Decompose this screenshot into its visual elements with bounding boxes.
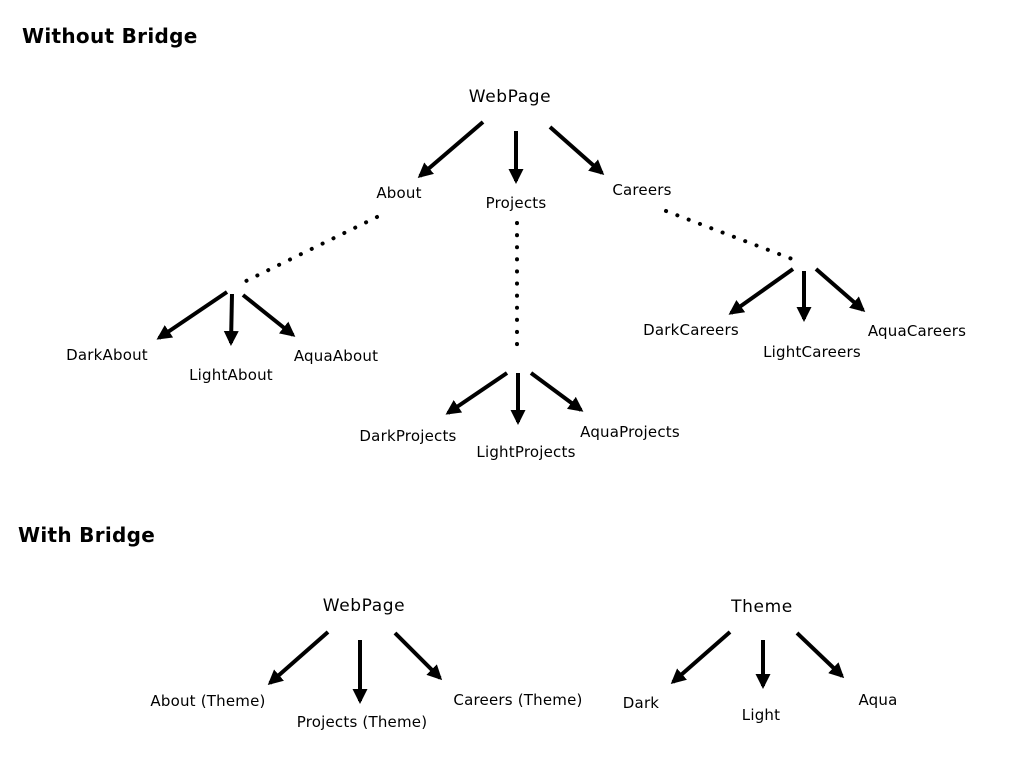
node-about: About <box>376 184 422 202</box>
node-theme-aqua: Aqua <box>858 691 898 709</box>
edge-about-aquaabout <box>241 293 296 337</box>
edge-careers-darkcareers <box>728 267 795 315</box>
node-theme: Theme <box>731 597 793 617</box>
node-about-theme: About (Theme) <box>150 692 266 710</box>
edge-projects-darkprojects <box>445 371 509 415</box>
node-aqua-about: AquaAbout <box>293 347 379 365</box>
node-dark-about: DarkAbout <box>66 346 148 364</box>
edge-webpage-careers <box>548 125 605 175</box>
edge-webpage-about-theme <box>267 630 330 685</box>
edge-about-lightabout <box>223 293 239 346</box>
node-careers-theme: Careers (Theme) <box>453 691 583 709</box>
node-webpage-bridge: WebPage <box>322 596 406 616</box>
section-title-without-bridge: Without Bridge <box>22 24 198 48</box>
node-aqua-careers: AquaCareers <box>867 322 967 340</box>
node-projects-theme: Projects (Theme) <box>296 713 428 731</box>
node-projects: Projects <box>485 194 547 212</box>
edge-webpage-about <box>417 120 485 178</box>
node-theme-light: Light <box>741 706 781 724</box>
edge-about-darkabout <box>156 290 229 340</box>
section-title-with-bridge: With Bridge <box>18 523 156 547</box>
node-webpage: WebPage <box>468 87 552 107</box>
node-dark-careers: DarkCareers <box>643 321 739 339</box>
node-light-careers: LightCareers <box>763 343 861 361</box>
node-aqua-projects: AquaProjects <box>580 423 680 441</box>
node-light-projects: LightProjects <box>476 443 576 461</box>
edge-theme-aqua <box>795 631 845 679</box>
node-light-about: LightAbout <box>189 366 273 384</box>
edge-about-variants-dotted <box>244 215 379 283</box>
node-theme-dark: Dark <box>622 694 660 712</box>
node-dark-projects: DarkProjects <box>359 427 457 445</box>
edge-webpage-careers-theme <box>393 631 443 681</box>
node-careers: Careers <box>612 181 672 199</box>
edge-projects-aquaprojects <box>529 371 584 412</box>
edge-theme-dark <box>670 630 732 684</box>
edge-careers-aquacareers <box>814 267 866 312</box>
edge-careers-variants-dotted <box>664 209 802 264</box>
